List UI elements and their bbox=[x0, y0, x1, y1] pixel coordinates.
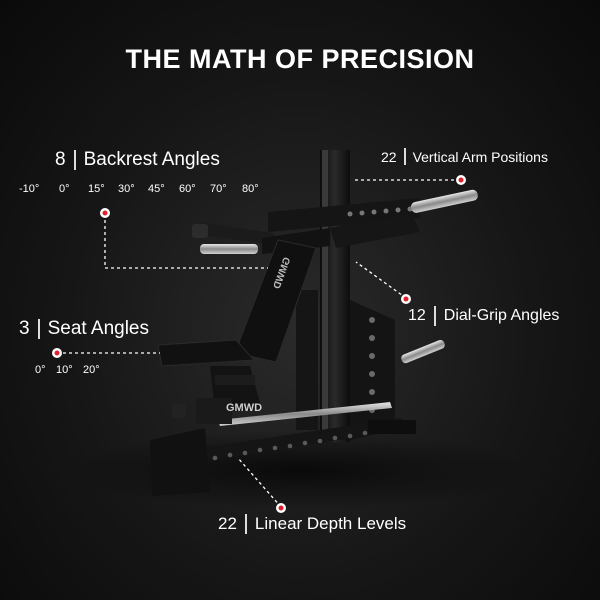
angle-tick: 0° bbox=[35, 364, 46, 376]
divider bbox=[433, 306, 436, 326]
dial-grip-label: Dial-Grip Angles bbox=[443, 307, 560, 324]
dial-grip-spec: 12 Dial-Grip Angles bbox=[408, 306, 559, 326]
angle-tick: -10° bbox=[19, 183, 40, 195]
seat-angles-spec: 3 Seat Angles bbox=[19, 318, 149, 340]
angle-tick: 80° bbox=[242, 183, 259, 195]
angle-tick: 20° bbox=[83, 364, 100, 376]
backrest-count: 8 bbox=[55, 149, 66, 170]
divider bbox=[37, 319, 40, 339]
page-title: THE MATH OF PRECISION bbox=[125, 44, 475, 74]
angle-tick: 0° bbox=[59, 183, 70, 195]
angle-tick: 10° bbox=[56, 364, 73, 376]
angle-tick: 15° bbox=[88, 183, 105, 195]
backrest-callout-line bbox=[104, 214, 268, 269]
seat-count: 3 bbox=[19, 318, 30, 339]
backrest-angles-spec: 8 Backrest Angles bbox=[55, 149, 220, 171]
angle-tick: 60° bbox=[179, 183, 196, 195]
callout-dots bbox=[52, 175, 466, 513]
backrest-angle-ticks: -10° 0° 15° 30° 45° 60° 70° 80° bbox=[19, 183, 259, 195]
linear-depth-label: Linear Depth Levels bbox=[254, 514, 407, 533]
seat-angle-ticks: 0° 10° 20° bbox=[35, 364, 100, 376]
divider bbox=[403, 148, 406, 165]
divider bbox=[73, 150, 76, 170]
angle-tick: 30° bbox=[118, 183, 135, 195]
vertical-arm-label: Vertical Arm Positions bbox=[412, 148, 548, 165]
angle-tick: 45° bbox=[148, 183, 165, 195]
dial-grip-callout-line bbox=[355, 261, 407, 299]
linear-depth-count: 22 bbox=[218, 514, 237, 533]
dial-grip-count: 12 bbox=[408, 307, 426, 324]
divider bbox=[244, 514, 247, 534]
linear-depth-spec: 22 Linear Depth Levels bbox=[218, 514, 406, 534]
vertical-arm-spec: 22 Vertical Arm Positions bbox=[381, 148, 548, 165]
brand-logo-base: GMWD bbox=[226, 402, 263, 414]
seat-label: Seat Angles bbox=[47, 318, 149, 339]
linear-depth-callout-line bbox=[237, 457, 282, 508]
angle-tick: 70° bbox=[210, 183, 227, 195]
backrest-label: Backrest Angles bbox=[83, 149, 220, 170]
vertical-arm-count: 22 bbox=[381, 148, 397, 165]
